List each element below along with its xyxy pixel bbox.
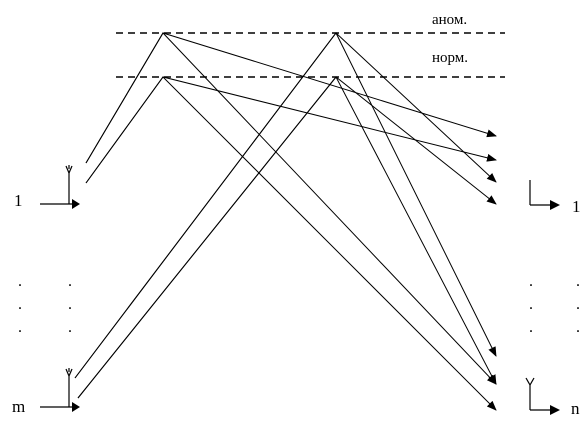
normal-layer-label: норм.: [432, 50, 468, 66]
receiver-antenna-n-icon: [525, 377, 560, 415]
svg-text:.: .: [18, 319, 22, 336]
receiver-label-1: 1: [572, 197, 581, 216]
receiver-label-n: n: [571, 399, 580, 418]
rays-transmitter-m: [74, 32, 497, 399]
ray: [77, 76, 497, 399]
transmitter-antenna-1-icon: [40, 165, 80, 209]
svg-text:.: .: [529, 296, 533, 313]
rays-transmitter-1: [85, 32, 497, 411]
ray: [85, 32, 497, 385]
svg-text:.: .: [68, 319, 72, 336]
transmitter-label-m: m: [12, 397, 25, 416]
ray: [74, 32, 497, 379]
ray: [77, 76, 497, 399]
ray: [74, 32, 497, 379]
svg-text:.: .: [529, 273, 533, 290]
svg-text:.: .: [529, 319, 533, 336]
ray: [85, 76, 497, 411]
svg-text:.: .: [68, 296, 72, 313]
transmitter-ellipsis: . . . . . .: [18, 273, 72, 336]
svg-text:.: .: [18, 273, 22, 290]
svg-text:.: .: [18, 296, 22, 313]
transmitter-label-1: 1: [14, 191, 23, 210]
svg-text:.: .: [576, 296, 580, 313]
anomalous-layer-label: аном.: [432, 12, 467, 28]
svg-text:.: .: [576, 319, 580, 336]
svg-text:.: .: [576, 273, 580, 290]
transmitter-antenna-m-icon: [40, 368, 80, 412]
svg-text:.: .: [68, 273, 72, 290]
receiver-ellipsis: . . . . . .: [529, 273, 580, 336]
receiver-antenna-1-icon: [529, 180, 560, 210]
